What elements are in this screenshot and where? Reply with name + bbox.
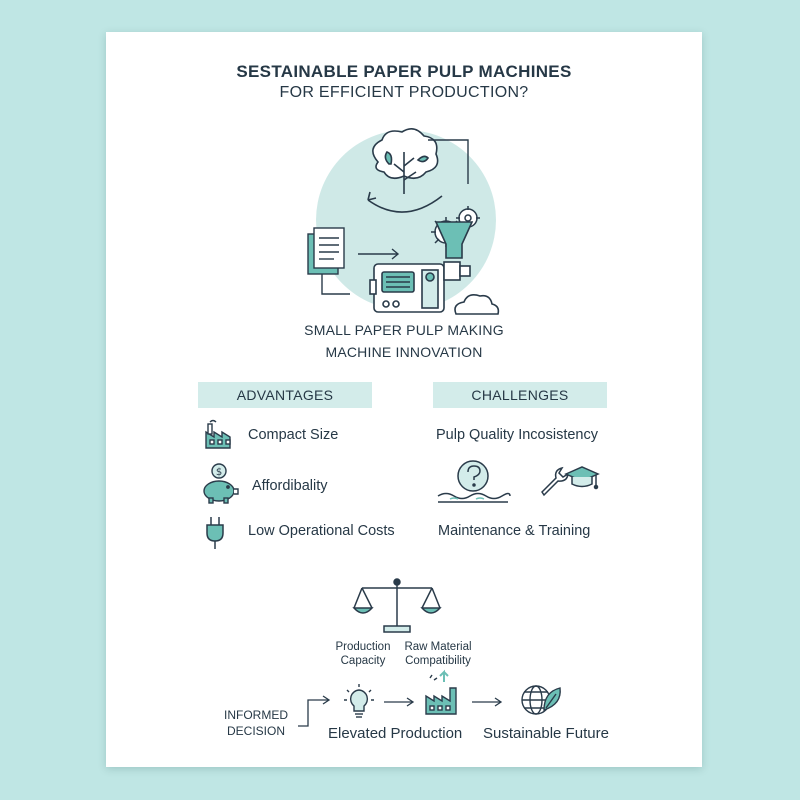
flow-start: INFORMED DECISION xyxy=(218,707,294,739)
title-line-1: SESTAINABLE PAPER PULP MACHINES xyxy=(236,62,572,81)
documents-icon xyxy=(307,227,345,275)
balance-left-label: Production Capacity xyxy=(328,640,398,668)
balance-left-label-line-1: Production xyxy=(335,641,391,653)
title-line-2: FOR EFFICIENT PRODUCTION? xyxy=(279,84,529,101)
flow-connector-start xyxy=(298,695,331,727)
svg-text:$: $ xyxy=(216,467,222,478)
balance-right-label: Raw Material Compatibility xyxy=(396,640,480,668)
wrench-graduation-cap-icon xyxy=(541,466,600,497)
balance-scale-icon xyxy=(352,578,442,633)
challenges-header: CHALLENGES xyxy=(433,382,607,408)
challenge-item-1: Pulp Quality Incosistency xyxy=(436,427,598,443)
question-pulp-icon xyxy=(437,460,511,503)
flow-start-line-2: DECISION xyxy=(226,724,285,738)
flow-start-line-1: INFORMED xyxy=(224,708,288,722)
plug-icon xyxy=(206,517,224,549)
balance-right-label-line-1: Raw Material xyxy=(404,641,472,653)
loop-line xyxy=(428,139,469,184)
advantage-item-3: Low Operational Costs xyxy=(248,523,395,539)
tree-icon xyxy=(372,128,439,194)
globe-leaf-icon xyxy=(521,685,561,715)
advantages-header: ADVANTAGES xyxy=(198,382,372,408)
infographic-card: SESTAINABLE PAPER PULP MACHINES FOR EFFI… xyxy=(106,32,702,767)
balance-right-label-line-2: Compatibility xyxy=(405,655,471,667)
piggy-bank-icon: $ xyxy=(203,463,239,504)
factory-icon xyxy=(205,419,231,449)
lightbulb-icon xyxy=(344,684,374,718)
advantage-item-2: Affordibality xyxy=(252,478,328,494)
cycle-arrow-icon xyxy=(367,195,443,213)
challenge-item-2: Maintenance & Training xyxy=(438,523,591,539)
advantage-item-1: Compact Size xyxy=(248,427,339,443)
flow-arrow-2 xyxy=(472,697,503,707)
arrow-to-machine-icon xyxy=(358,248,400,260)
pulp-machine-icon xyxy=(369,221,500,315)
flow-step-2: Sustainable Future xyxy=(483,725,609,742)
flow-arrow-1 xyxy=(384,697,415,707)
growth-factory-icon xyxy=(425,669,457,715)
hero-caption-line-2: MACHINE INNOVATION xyxy=(325,344,483,360)
balance-left-label-line-2: Capacity xyxy=(340,655,386,667)
hero-caption-line-1: SMALL PAPER PULP MAKING xyxy=(304,322,504,338)
hero-illustration xyxy=(307,128,500,315)
flow-step-1: Elevated Production xyxy=(328,725,463,742)
bracket-line xyxy=(321,274,350,295)
